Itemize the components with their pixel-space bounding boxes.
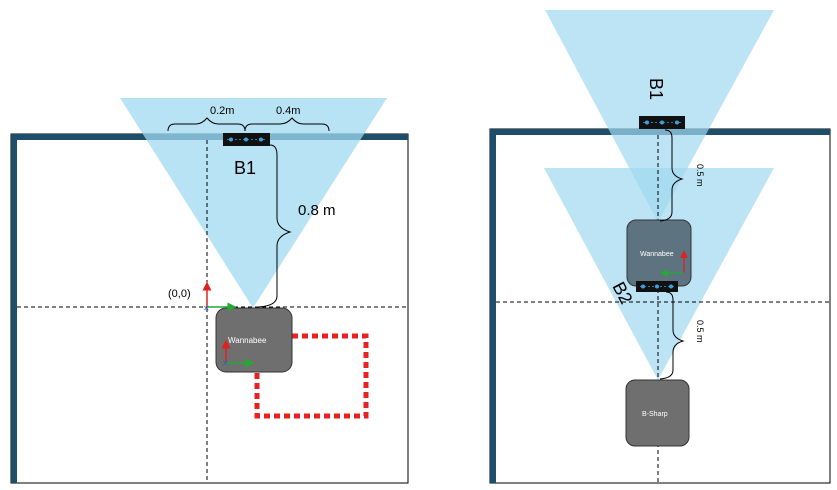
brace-0-4m bbox=[244, 117, 330, 132]
left-diagram: Wannabee ✕ ✕ (0,0) B1 0.2m 0.4m bbox=[10, 98, 409, 484]
left-beacon-label: B1 bbox=[234, 158, 256, 178]
right-diagram: B1 Wannabee B2 B-Sharp 0.5 m 0.5 m bbox=[489, 10, 831, 484]
right-robot-frame-icon bbox=[660, 250, 688, 277]
left-robot bbox=[215, 307, 293, 373]
left-path bbox=[254, 333, 369, 419]
right-distance-brace-lower bbox=[659, 291, 685, 380]
origin-frame-icon: ✕ bbox=[202, 281, 237, 313]
distance-label: 0.8 m bbox=[298, 202, 336, 219]
svg-text:✕: ✕ bbox=[222, 359, 229, 368]
right-robot2-label: B-Sharp bbox=[642, 411, 668, 418]
right-distance2-label: 0.5 m bbox=[695, 320, 705, 343]
right-distance1-label: 0.5 m bbox=[695, 164, 705, 187]
offset-label-1: 0.2m bbox=[210, 105, 234, 117]
distance-brace-0-8m bbox=[257, 144, 292, 308]
left-beacon-b1 bbox=[223, 133, 270, 146]
right-beacon-b1 bbox=[639, 116, 685, 129]
left-side-wall bbox=[11, 134, 17, 483]
svg-text:✕: ✕ bbox=[203, 304, 210, 313]
left-robot-frame-icon: ✕ bbox=[221, 339, 255, 368]
left-robot-label: Wannabee bbox=[228, 336, 267, 345]
right-side-wall bbox=[490, 129, 496, 483]
left-beacon-cone bbox=[120, 98, 387, 308]
brace-0-2m bbox=[167, 117, 246, 132]
right-robot-label: Wannabee bbox=[640, 251, 674, 258]
offset-label-2: 0.4m bbox=[276, 105, 300, 117]
right-distance-brace-upper bbox=[659, 129, 684, 222]
right-beacon1-label: B1 bbox=[646, 78, 666, 100]
right-robot2 bbox=[625, 379, 690, 447]
right-beacon-b2 bbox=[636, 281, 678, 292]
origin-label: (0,0) bbox=[168, 288, 191, 300]
